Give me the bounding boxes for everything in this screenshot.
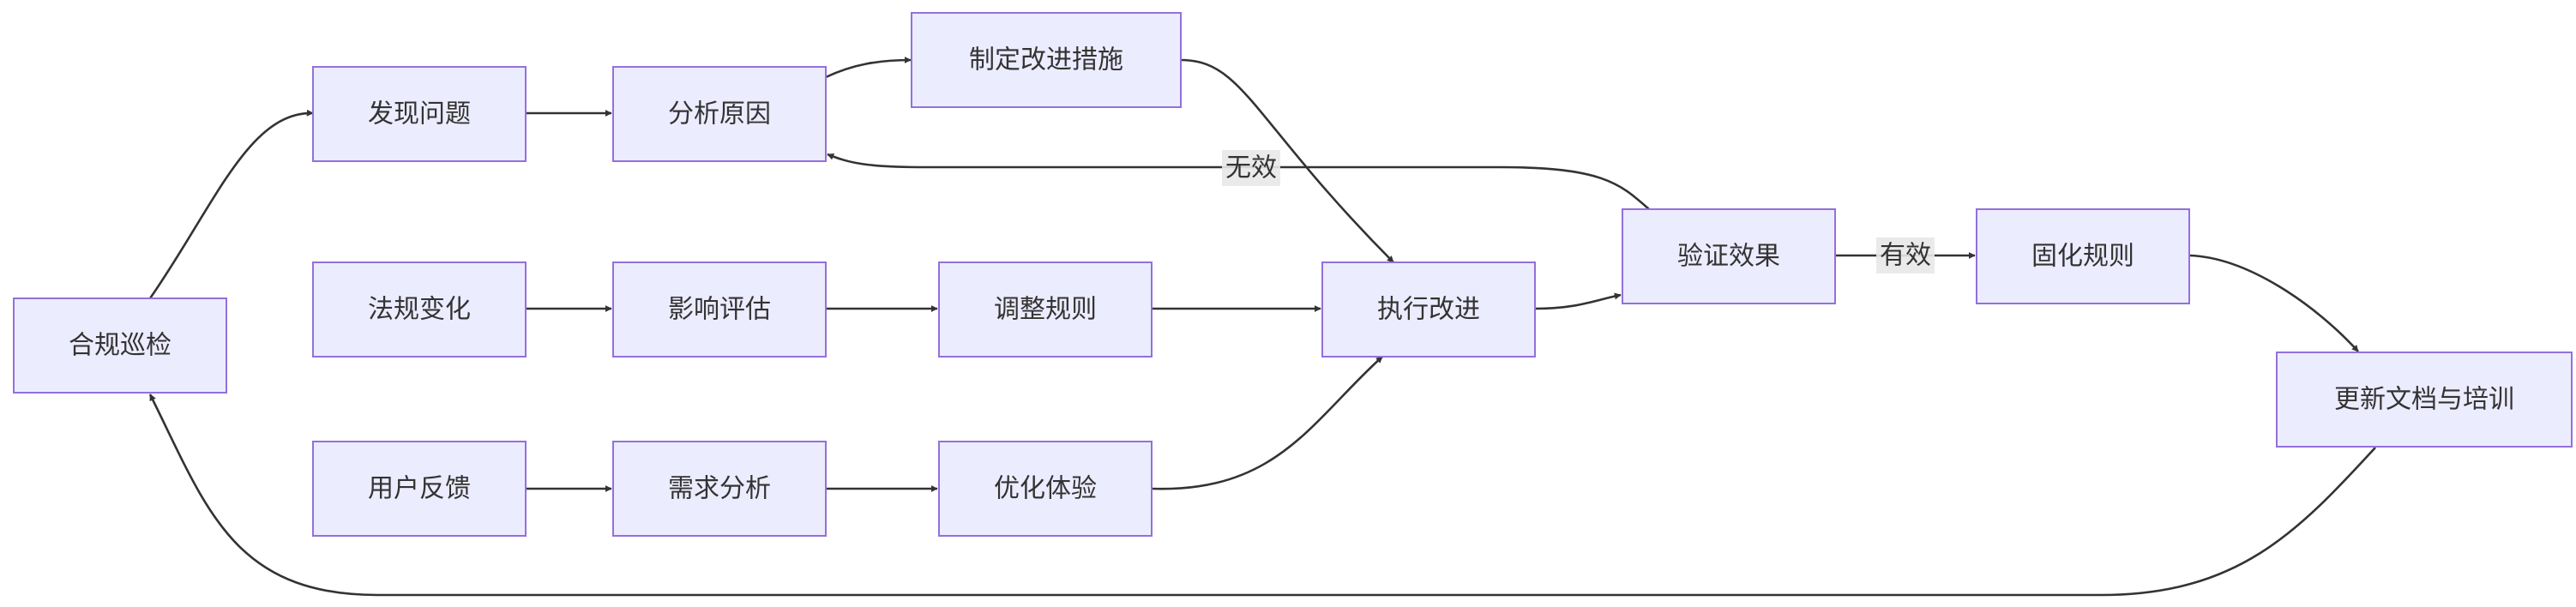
node-user-feedback[interactable]: 用户反馈 xyxy=(312,441,527,537)
node-make-plan[interactable]: 制定改进措施 xyxy=(911,12,1182,108)
node-verify-label: 验证效果 xyxy=(1677,242,1780,272)
edge-optimize-ux-execute xyxy=(1151,356,1383,490)
edge-solidify-update-docs xyxy=(2188,254,2359,352)
edge-verify-analyze-cause xyxy=(827,153,1650,210)
edge-analyze-cause-make-plan xyxy=(825,57,912,79)
node-req-analysis[interactable]: 需求分析 xyxy=(612,441,827,537)
node-solidify-label: 固化规则 xyxy=(2031,242,2134,272)
node-inspect[interactable]: 合规巡检 xyxy=(13,297,227,394)
node-execute[interactable]: 执行改进 xyxy=(1321,261,1536,358)
node-analyze-cause[interactable]: 分析原因 xyxy=(612,66,827,162)
edge-execute-verify xyxy=(1534,292,1622,310)
node-find-issue[interactable]: 发现问题 xyxy=(312,66,527,162)
node-adjust-rules[interactable]: 调整规则 xyxy=(938,261,1153,358)
node-make-plan-label: 制定改进措施 xyxy=(969,45,1123,75)
edge-inspect-find-issue xyxy=(148,109,314,299)
node-execute-label: 执行改进 xyxy=(1377,295,1480,325)
edge-label-valid: 有效 xyxy=(1876,237,1935,273)
edge-make-plan-execute xyxy=(1180,58,1394,263)
node-user-feedback-label: 用户反馈 xyxy=(368,474,471,504)
node-optimize-ux[interactable]: 优化体验 xyxy=(938,441,1153,537)
node-verify[interactable]: 验证效果 xyxy=(1622,208,1836,304)
node-inspect-label: 合规巡检 xyxy=(69,331,172,361)
node-optimize-ux-label: 优化体验 xyxy=(994,474,1097,504)
node-reg-change-label: 法规变化 xyxy=(368,295,471,325)
node-reg-change[interactable]: 法规变化 xyxy=(312,261,527,358)
edge-update-docs-inspect xyxy=(148,394,2376,597)
node-impact-eval-label: 影响评估 xyxy=(668,295,771,325)
edge-label-invalid: 无效 xyxy=(1222,150,1280,186)
edge-label-valid-text: 有效 xyxy=(1880,241,1931,271)
node-impact-eval[interactable]: 影响评估 xyxy=(612,261,827,358)
node-update-docs-label: 更新文档与培训 xyxy=(2334,385,2514,415)
node-adjust-rules-label: 调整规则 xyxy=(994,295,1097,325)
node-solidify[interactable]: 固化规则 xyxy=(1976,208,2190,304)
node-req-analysis-label: 需求分析 xyxy=(668,474,771,504)
edge-label-invalid-text: 无效 xyxy=(1225,153,1277,183)
node-find-issue-label: 发现问题 xyxy=(368,99,471,129)
node-analyze-cause-label: 分析原因 xyxy=(668,99,771,129)
node-update-docs[interactable]: 更新文档与培训 xyxy=(2276,352,2573,448)
